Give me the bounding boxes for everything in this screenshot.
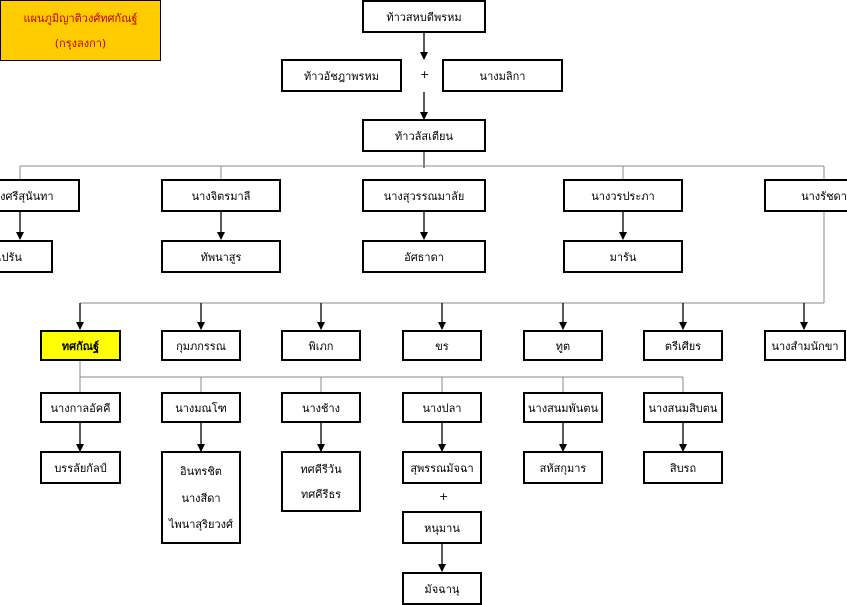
node-hanuman: หนุมาน (402, 511, 482, 544)
node-wife-3-child: อัศธาดา (362, 240, 486, 273)
node-consort-1-child: บรรลัยกัลป์ (40, 451, 121, 484)
node-consort-5: นางสนมพันตน (523, 392, 603, 423)
node-sibling-2: พิเภก (281, 330, 361, 361)
node-wife-2: นางจิตรมาลี (161, 179, 281, 212)
child-phainasuriyawong: ไพนาสุริยวงศ์ (168, 518, 234, 532)
node-consort-2: นางมณโฑ (161, 392, 241, 423)
child-thotsakiriwan: ทศคีรีวัน (300, 463, 342, 476)
node-wife-3: นางสุวรรณมาลัย (362, 179, 486, 212)
node-sibling-5: ตรีเศียร (643, 330, 723, 361)
child-thotsakirithon: ทศคีรีธร (300, 488, 342, 501)
node-sibling-3: ขร (402, 330, 482, 361)
child-sida: นางสีดา (181, 491, 221, 505)
node-wife-1: นางศรีสุนันทา (0, 179, 80, 212)
node-consort-2-children: อินทรชิต นางสีดา ไพนาสุริยวงศ์ (161, 451, 241, 544)
node-consort-3: นางช้าง (281, 392, 361, 423)
node-husband: ท้าวอัชฎาพรหม (281, 59, 402, 92)
node-sibling-1: กุมภกรรณ (161, 330, 241, 361)
node-ancestor: ท้าวสหบดีพรหม (362, 0, 486, 33)
node-wife-4: นางวรประภา (563, 179, 683, 212)
node-consort-6-child: สิบรถ (643, 451, 723, 484)
node-wife-2-child: ทัพนาสูร (161, 240, 281, 273)
plus-sign: + (420, 68, 430, 81)
node-king: ท้าวลัสเตียน (362, 119, 486, 152)
child-indrajit: อินทรชิต (180, 464, 222, 478)
node-wife: นางมลิกา (442, 59, 563, 92)
chart-title: แผนภูมิญาติวงศ์ทศกัณฐ์ (กรุงลงกา) (0, 0, 161, 61)
node-wife-5: นางรัชดา (764, 179, 847, 212)
node-thotsakan: ทศกัณฐ์ (40, 330, 121, 361)
node-sibling-4: ทูต (523, 330, 603, 361)
node-consort-1: นางกาลอัคคี (40, 392, 121, 423)
node-matchanu: มัจฉานุ (402, 572, 482, 605)
plus-sign-2: + (439, 490, 449, 503)
chart-title-line2: (กรุงลงกา) (54, 37, 107, 51)
node-wife-1-child: กุเปรัน (0, 240, 53, 273)
node-consort-4-child: สุพรรณมัจฉา (402, 451, 482, 484)
node-wife-4-child: มารัน (563, 240, 683, 273)
node-sibling-6: นางสำมนักขา (764, 330, 846, 361)
node-consort-3-children: ทศคีรีวัน ทศคีรีธร (281, 451, 361, 512)
node-consort-4: นางปลา (402, 392, 482, 423)
node-consort-5-child: สหัสกุมาร (523, 451, 603, 484)
chart-title-line1: แผนภูมิญาติวงศ์ทศกัณฐ์ (23, 11, 138, 25)
node-consort-6: นางสนมสิบตน (643, 392, 723, 423)
